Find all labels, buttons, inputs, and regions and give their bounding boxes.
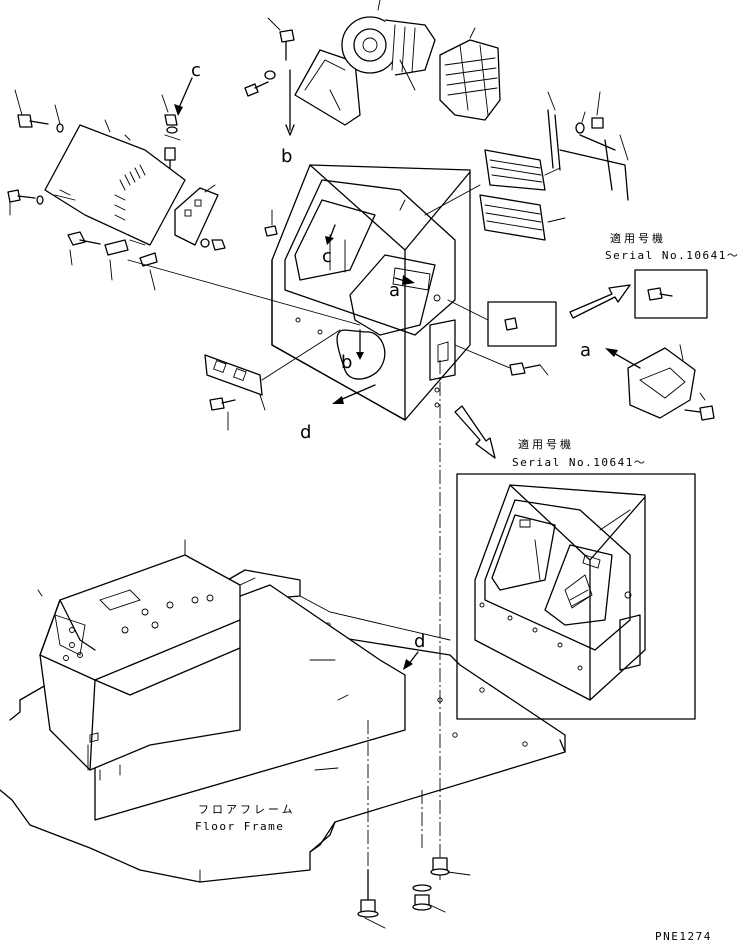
callout-b-body: b	[341, 352, 352, 373]
nut-washer-right	[200, 238, 226, 251]
arrow-c-top	[177, 77, 193, 111]
floor-bolt-1	[430, 857, 471, 876]
serial-note-top-jp: 適用号機	[610, 231, 666, 245]
floor-bolt-2	[412, 884, 446, 913]
nut-console-top	[264, 209, 278, 237]
switch-bracket	[174, 184, 219, 246]
callout-d-left: d	[300, 422, 311, 443]
console-box	[271, 164, 471, 421]
bracket-rods	[547, 91, 629, 201]
leader-grille	[424, 184, 481, 216]
callout-a-upper: a	[389, 280, 400, 301]
floor-console-assembly	[37, 539, 406, 821]
callout-c-top: c	[191, 60, 201, 81]
arrow-d-console	[339, 384, 376, 401]
arrow-to-inset	[454, 405, 496, 459]
floor-bolt-3	[357, 869, 386, 929]
washer-nut-right	[575, 91, 604, 134]
callout-c-body: c	[322, 246, 332, 267]
nut-console	[447, 299, 557, 347]
leader-harness	[127, 259, 361, 326]
switch-plate-left	[204, 329, 341, 411]
figure-code: PNE1274	[655, 930, 712, 943]
cover-panel	[44, 119, 186, 246]
serial-note-inset-jp: 適用号機	[518, 437, 574, 451]
inset-frame	[456, 473, 696, 720]
bolt-console-lower	[454, 344, 549, 376]
air-duct-bellows	[439, 27, 501, 121]
bolt-left-2	[7, 189, 44, 216]
bracket-assembly	[285, 49, 361, 136]
blower-motor	[341, 0, 436, 91]
inset-console-box	[474, 484, 646, 701]
bolt-washer-bracket	[244, 70, 276, 97]
serial-note-inset-en: Serial No.10641～	[512, 456, 646, 469]
arrow-to-serial-box	[569, 284, 631, 319]
serial-note-inset: 適用号機 Serial No.10641～	[512, 437, 646, 469]
vent-outlet	[627, 344, 715, 421]
vent-grille-2	[479, 194, 566, 241]
bolt-switch-plate	[209, 397, 236, 431]
callout-b-top: b	[281, 146, 292, 167]
hose-clip-left	[67, 231, 158, 291]
vent-grille-1	[484, 149, 561, 191]
callout-d-floor: d	[414, 631, 425, 652]
floor-frame-label-jp: フロアフレーム	[198, 803, 296, 816]
callout-a-right: a	[580, 340, 591, 361]
serial-note-top: 適用号機 Serial No.10641～	[605, 231, 739, 319]
arrow-c-body	[329, 224, 336, 239]
arrow-a-upper	[402, 275, 415, 285]
bolt-top	[267, 17, 295, 61]
bolt-stack-top	[161, 94, 181, 169]
bolt-left-1	[14, 89, 64, 133]
arrow-a-right	[611, 351, 641, 369]
floor-frame-label-en: Floor Frame	[195, 820, 284, 833]
serial-note-top-en: Serial No.10641～	[605, 249, 739, 262]
